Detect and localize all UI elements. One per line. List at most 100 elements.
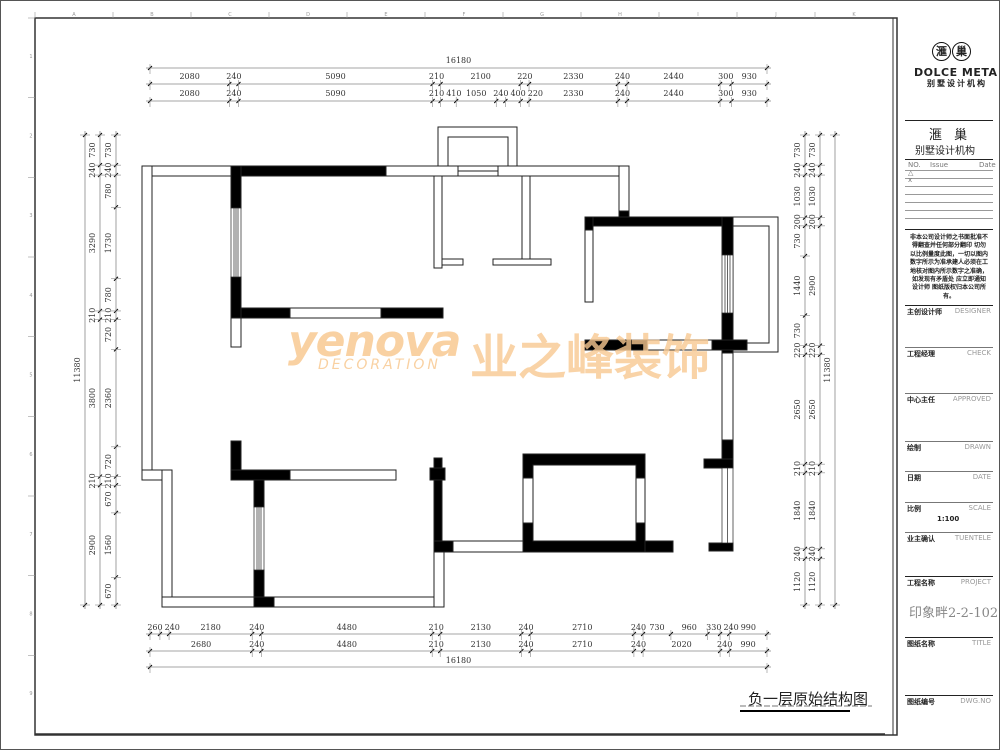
grid-column-label: E	[384, 12, 387, 18]
divider	[905, 178, 993, 179]
grid-column-label: B	[150, 12, 154, 18]
dimension-label: 240	[631, 623, 646, 632]
dimension-label: 2020	[671, 640, 691, 649]
dimension-label: 240	[808, 546, 817, 561]
grid-row-label: 3	[29, 213, 32, 219]
field-label-cn: 日期	[907, 474, 921, 482]
dimension-label: 240	[518, 623, 533, 632]
dimension-label: 330	[706, 623, 721, 632]
dimension-label: 240	[493, 89, 508, 98]
logo-mark: 巢	[952, 42, 971, 61]
dimension-label: 2180	[200, 623, 220, 632]
wall	[433, 551, 445, 608]
dimension-label: 240	[717, 640, 732, 649]
company-name: 滙 巢	[929, 128, 972, 143]
dimension-label: 2080	[179, 72, 199, 81]
dimension-label: 730	[808, 142, 817, 157]
wall	[161, 596, 445, 608]
dimension-label: 11380	[823, 357, 832, 382]
dimension-label: 1840	[793, 501, 802, 521]
dimension-label: 2080	[179, 89, 199, 98]
field-label-cn: 中心主任	[907, 396, 935, 404]
top-total-dimension: 16180	[146, 56, 771, 74]
dimension-label: 240	[249, 640, 264, 649]
dimension-label: 11380	[73, 357, 82, 382]
load-bearing-wall	[230, 469, 291, 481]
wall	[521, 175, 531, 266]
grid-row-label: 1	[29, 54, 32, 60]
dimension-label: 2650	[808, 399, 817, 419]
divider	[905, 202, 993, 203]
wall	[141, 165, 232, 177]
dimension-label: 16180	[446, 56, 471, 65]
wall	[441, 258, 464, 266]
dimension-label: 240	[104, 162, 113, 177]
dimension-label: 2130	[471, 640, 491, 649]
dimension-label: 240	[793, 546, 802, 561]
dimension-label: 240	[631, 640, 646, 649]
divider	[905, 393, 993, 394]
dimension-label: 200	[808, 214, 817, 229]
dimension-label: 960	[682, 623, 697, 632]
dimension-label: 4480	[337, 640, 357, 649]
dimension-label: 1030	[808, 186, 817, 206]
dimension-label: 670	[104, 491, 113, 506]
dimension-label: 210	[104, 308, 113, 323]
field-label-cn: 图纸编号	[907, 698, 935, 706]
dimension-label: 2900	[88, 535, 97, 555]
dimension-label: 300	[718, 72, 733, 81]
grid-column-label: F	[463, 12, 466, 18]
divider	[905, 120, 993, 121]
dimension-label: 220	[517, 72, 532, 81]
dimension-label: 210	[429, 89, 444, 98]
dimension-label: 3800	[88, 388, 97, 408]
grid-row-label: 4	[29, 293, 32, 299]
load-bearing-wall	[721, 216, 734, 256]
dimension-label: 2330	[563, 89, 583, 98]
dimension-label: 1030	[793, 186, 802, 206]
wall	[289, 469, 397, 481]
load-bearing-wall	[240, 307, 291, 319]
left-dimension-col2: 7302407801730780210720236072021067015606…	[104, 131, 121, 609]
dimension-label: 730	[793, 233, 802, 248]
dimension-label: 730	[88, 142, 97, 157]
dimension-label: 2330	[563, 72, 583, 81]
load-bearing-wall	[584, 216, 594, 231]
dimension-label: 400	[510, 89, 525, 98]
divider	[905, 532, 993, 533]
load-bearing-wall	[230, 165, 387, 177]
dimension-label: 2650	[793, 399, 802, 419]
dimension-label: 240	[249, 623, 264, 632]
dimension-label: 990	[740, 640, 755, 649]
grid-column-label: C	[228, 12, 232, 18]
dimension-label: 1050	[466, 89, 486, 98]
dimension-label: 1120	[808, 572, 817, 592]
grid-column-label: I	[697, 12, 698, 18]
inner-frame	[34, 17, 898, 736]
issue-mark: x	[908, 176, 913, 184]
wall	[230, 317, 242, 348]
watermark-cn: 业之峰装饰	[470, 330, 711, 386]
dimension-label: 780	[104, 184, 113, 199]
project-name: 印象畔2-2-102	[909, 606, 999, 621]
bottom-total-dimension: 16180	[146, 656, 771, 673]
field-label-cn: 图纸名称	[907, 640, 935, 648]
floor-plan	[141, 126, 779, 608]
grid-column-label: K	[852, 12, 856, 18]
dimension-label: 1730	[104, 233, 113, 253]
grid-row-label: 7	[29, 532, 32, 538]
divider	[905, 695, 993, 696]
dimension-label: 210	[808, 461, 817, 476]
field-label-en: TITLE	[972, 639, 991, 647]
dimension-label: 730	[793, 142, 802, 157]
dimension-label: 3290	[88, 233, 97, 253]
load-bearing-wall	[703, 458, 734, 469]
right-total-dimension: 11380	[823, 131, 840, 609]
field-label-en: DWG.NO	[960, 697, 991, 705]
window	[635, 477, 646, 524]
grid-row-label: 6	[29, 452, 32, 458]
divider	[905, 576, 993, 577]
dimension-label: 210	[793, 461, 802, 476]
